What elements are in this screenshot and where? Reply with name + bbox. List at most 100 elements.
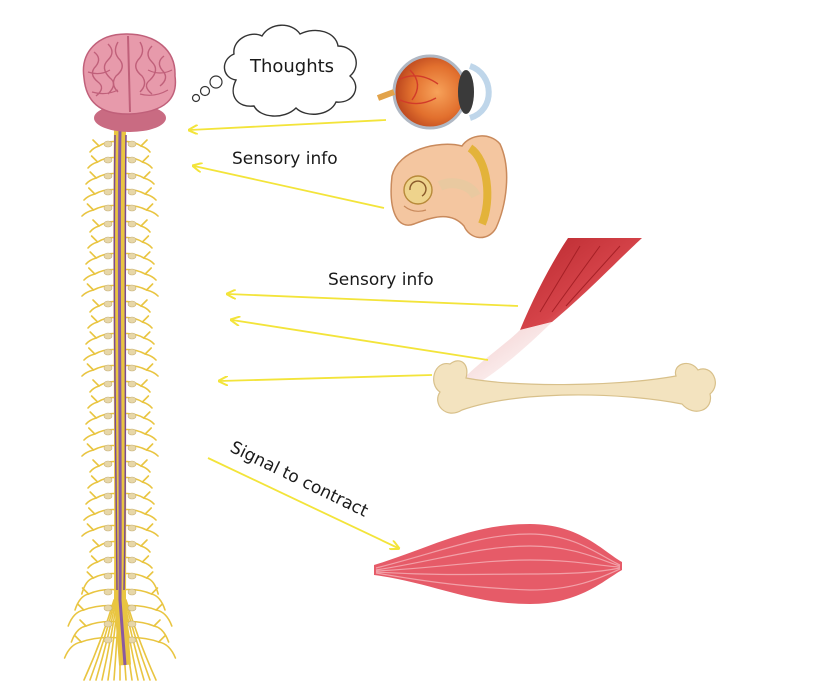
nerve-ganglion xyxy=(127,236,137,244)
nerve-ganglion xyxy=(127,284,137,292)
nerve-ganglion xyxy=(127,252,137,260)
nerve-branch xyxy=(90,235,99,243)
arrow-bone-to-cord xyxy=(220,374,433,381)
nerve-ganglion xyxy=(127,476,137,484)
nerve-branch xyxy=(76,603,85,611)
nerve-branch xyxy=(86,571,95,579)
nerve-ganglion xyxy=(103,236,113,244)
arm-muscle-icon xyxy=(520,238,642,330)
nerve-branch xyxy=(74,635,83,643)
nerve-ganglion xyxy=(103,524,113,532)
nerve-branch xyxy=(88,347,96,355)
nerve-branch xyxy=(90,315,99,323)
nerve-ganglion xyxy=(103,252,113,260)
nerve-ganglion xyxy=(103,268,113,276)
thoughts-label: Thoughts xyxy=(249,56,334,77)
nerve-branch xyxy=(143,251,151,259)
muscle-fiber-icon xyxy=(374,524,622,604)
nerve-branch xyxy=(145,523,154,531)
signal-to-contract-label: Signal to contract xyxy=(227,438,372,522)
nerve-branch xyxy=(89,171,97,179)
nerve-ganglion xyxy=(103,508,113,516)
nerve-ganglion xyxy=(103,348,113,356)
nerve-ganglion xyxy=(103,444,113,452)
nerve-ganglion xyxy=(127,588,137,596)
brain-icon xyxy=(82,33,177,132)
nerve-branch xyxy=(144,187,152,195)
nerve-branch xyxy=(141,555,150,563)
nerve-branch xyxy=(90,155,99,163)
nerve-ganglion xyxy=(127,332,137,340)
nerve-branch xyxy=(90,555,99,563)
nerve-ganglion xyxy=(127,380,137,388)
nerve-ganglion xyxy=(127,220,137,228)
nerve-branch xyxy=(141,395,150,403)
sensory-info-upper-label: Sensory info xyxy=(232,149,338,169)
nerve-branch xyxy=(153,619,161,627)
nerve-ganglion xyxy=(103,588,113,596)
nerve-branch xyxy=(145,203,154,211)
nerve-ganglion xyxy=(103,620,113,628)
nerve-ganglion xyxy=(103,172,113,180)
nerve-ganglion xyxy=(103,572,113,580)
nerve-ganglion xyxy=(127,428,137,436)
nerve-ganglion xyxy=(127,572,137,580)
nerve-ganglion xyxy=(127,140,137,148)
nerve-ganglion xyxy=(103,540,113,548)
nerve-branch xyxy=(140,379,148,387)
nerve-branch xyxy=(92,459,100,467)
nerve-branch xyxy=(86,283,95,291)
nerve-branch xyxy=(90,395,99,403)
nerve-branch xyxy=(140,139,148,147)
nerve-ganglion xyxy=(103,364,113,372)
nerve-branch xyxy=(144,267,152,275)
arrow-eye-to-brain xyxy=(190,119,387,130)
nerve-branch xyxy=(92,299,100,307)
nerve-branch xyxy=(140,539,148,547)
nerve-ganglion xyxy=(103,604,113,612)
nerve-branch xyxy=(141,315,150,323)
nerve-ganglion xyxy=(127,524,137,532)
nerve-branch xyxy=(145,443,154,451)
nerve-ganglion xyxy=(127,508,137,516)
nerve-branch xyxy=(86,443,95,451)
nerve-ganglion xyxy=(103,556,113,564)
nerve-ganglion xyxy=(103,380,113,388)
nerve-ganglion xyxy=(127,444,137,452)
arrow-muscle-to-cord xyxy=(228,294,519,307)
eye-icon xyxy=(376,54,492,130)
nerve-ganglion xyxy=(127,172,137,180)
nerve-ganglion xyxy=(103,428,113,436)
nerve-branch xyxy=(92,539,100,547)
nerve-branch xyxy=(143,411,151,419)
nerve-branch xyxy=(89,331,97,339)
nerve-ganglion xyxy=(127,412,137,420)
nerve-ganglion xyxy=(103,188,113,196)
nerve-ganglion xyxy=(127,460,137,468)
nerve-branch xyxy=(140,459,148,467)
nerve-branch xyxy=(92,379,100,387)
nerve-ganglion xyxy=(127,540,137,548)
nerve-ganglion xyxy=(127,396,137,404)
nerve-branch xyxy=(143,491,151,499)
thought-bubble-icon: Thoughts xyxy=(191,24,357,117)
nerve-ganglion xyxy=(103,636,113,644)
nerve-ganglion xyxy=(127,156,137,164)
nerve-branch xyxy=(88,507,96,515)
nerve-branch xyxy=(86,203,95,211)
nerve-ganglion xyxy=(127,316,137,324)
nerve-branch xyxy=(145,571,154,579)
nerve-ganglion xyxy=(127,620,137,628)
nerve-branch xyxy=(92,139,100,147)
sensory-info-lower-label: Sensory info xyxy=(328,270,434,290)
nerve-ganglion xyxy=(127,364,137,372)
nerve-ganglion xyxy=(103,476,113,484)
nerve-ganglion xyxy=(103,220,113,228)
nerve-branch xyxy=(140,299,148,307)
nerve-ganglion xyxy=(127,556,137,564)
nerve-branch xyxy=(89,491,97,499)
nerve-branch xyxy=(144,347,152,355)
spinal-cord-icon xyxy=(63,129,177,681)
nerve-ganglion xyxy=(103,316,113,324)
